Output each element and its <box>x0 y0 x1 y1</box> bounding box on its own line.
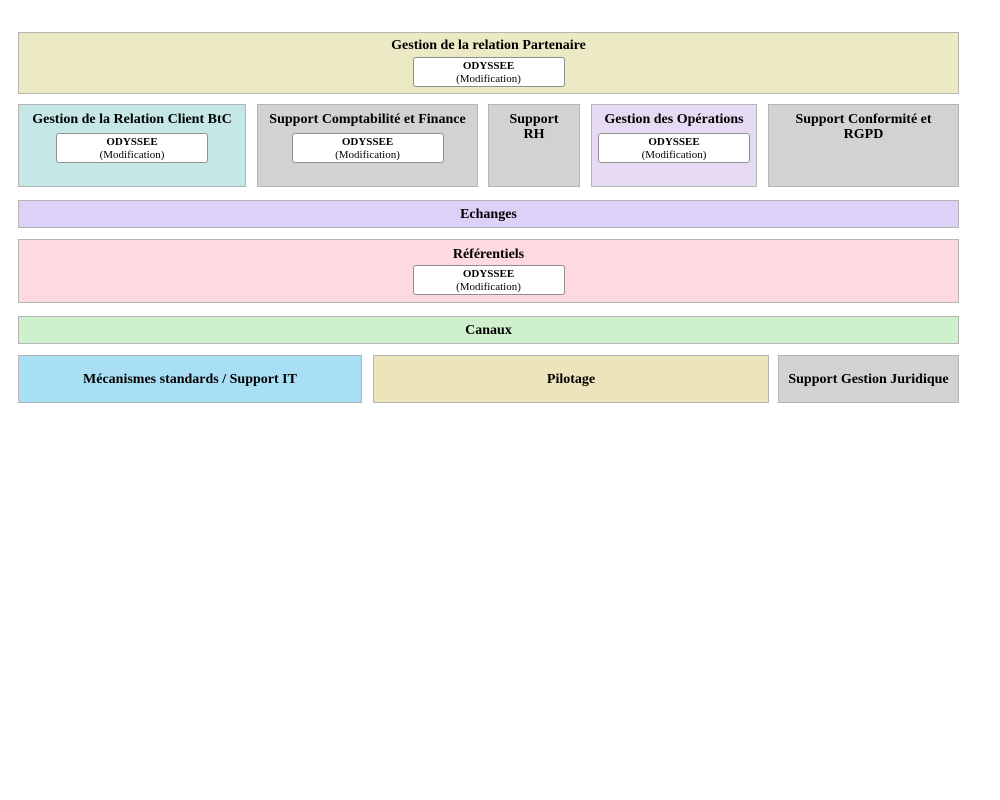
odyssee-box: ODYSSEE (Modification) <box>291 133 444 163</box>
block-title: Référentiels <box>452 247 525 262</box>
block-title: Mécanismes standards / Support IT <box>83 371 297 387</box>
odyssee-label: ODYSSEE <box>341 135 394 148</box>
odyssee-sublabel: (Modification) <box>335 148 400 161</box>
block-title: Support Gestion Juridique <box>788 371 949 387</box>
block-canaux: Canaux <box>18 316 959 344</box>
block-support-rh: Support RH <box>488 104 580 187</box>
block-title: Echanges <box>460 206 517 222</box>
odyssee-label: ODYSSEE <box>462 59 515 72</box>
odyssee-box: ODYSSEE (Modification) <box>56 133 208 163</box>
block-title: Pilotage <box>546 371 596 387</box>
odyssee-box: ODYSSEE (Modification) <box>412 57 565 87</box>
block-gestion-relation-client-btc: Gestion de la Relation Client BtC ODYSSE… <box>18 104 246 187</box>
block-title: Support Conformité et RGPD <box>795 112 932 142</box>
odyssee-label: ODYSSEE <box>462 267 515 280</box>
odyssee-sublabel: (Modification) <box>456 72 521 85</box>
block-title: Canaux <box>465 322 512 338</box>
odyssee-box: ODYSSEE (Modification) <box>598 133 750 163</box>
block-title: Gestion de la relation Partenaire <box>391 38 586 53</box>
block-mecanismes-standards-support-it: Mécanismes standards / Support IT <box>18 355 362 403</box>
block-pilotage: Pilotage <box>373 355 769 403</box>
odyssee-label: ODYSSEE <box>648 135 700 148</box>
block-title: Gestion de la Relation Client BtC <box>32 112 232 127</box>
block-support-gestion-juridique: Support Gestion Juridique <box>778 355 959 403</box>
block-gestion-relation-partenaire: Gestion de la relation Partenaire ODYSSE… <box>18 32 959 94</box>
block-gestion-des-operations: Gestion des Opérations ODYSSEE (Modifica… <box>591 104 757 187</box>
odyssee-sublabel: (Modification) <box>641 148 707 161</box>
odyssee-label: ODYSSEE <box>106 135 158 148</box>
block-title: Support RH <box>509 112 559 142</box>
odyssee-sublabel: (Modification) <box>99 148 165 161</box>
block-support-comptabilite-finance: Support Comptabilité et Finance ODYSSEE … <box>257 104 478 187</box>
odyssee-sublabel: (Modification) <box>456 280 521 293</box>
odyssee-box: ODYSSEE (Modification) <box>412 265 565 295</box>
block-title: Support Comptabilité et Finance <box>269 112 466 127</box>
block-referentiels: Référentiels ODYSSEE (Modification) <box>18 239 959 303</box>
block-echanges: Echanges <box>18 200 959 228</box>
block-title: Gestion des Opérations <box>604 112 744 127</box>
block-support-conformite-rgpd: Support Conformité et RGPD <box>768 104 959 187</box>
